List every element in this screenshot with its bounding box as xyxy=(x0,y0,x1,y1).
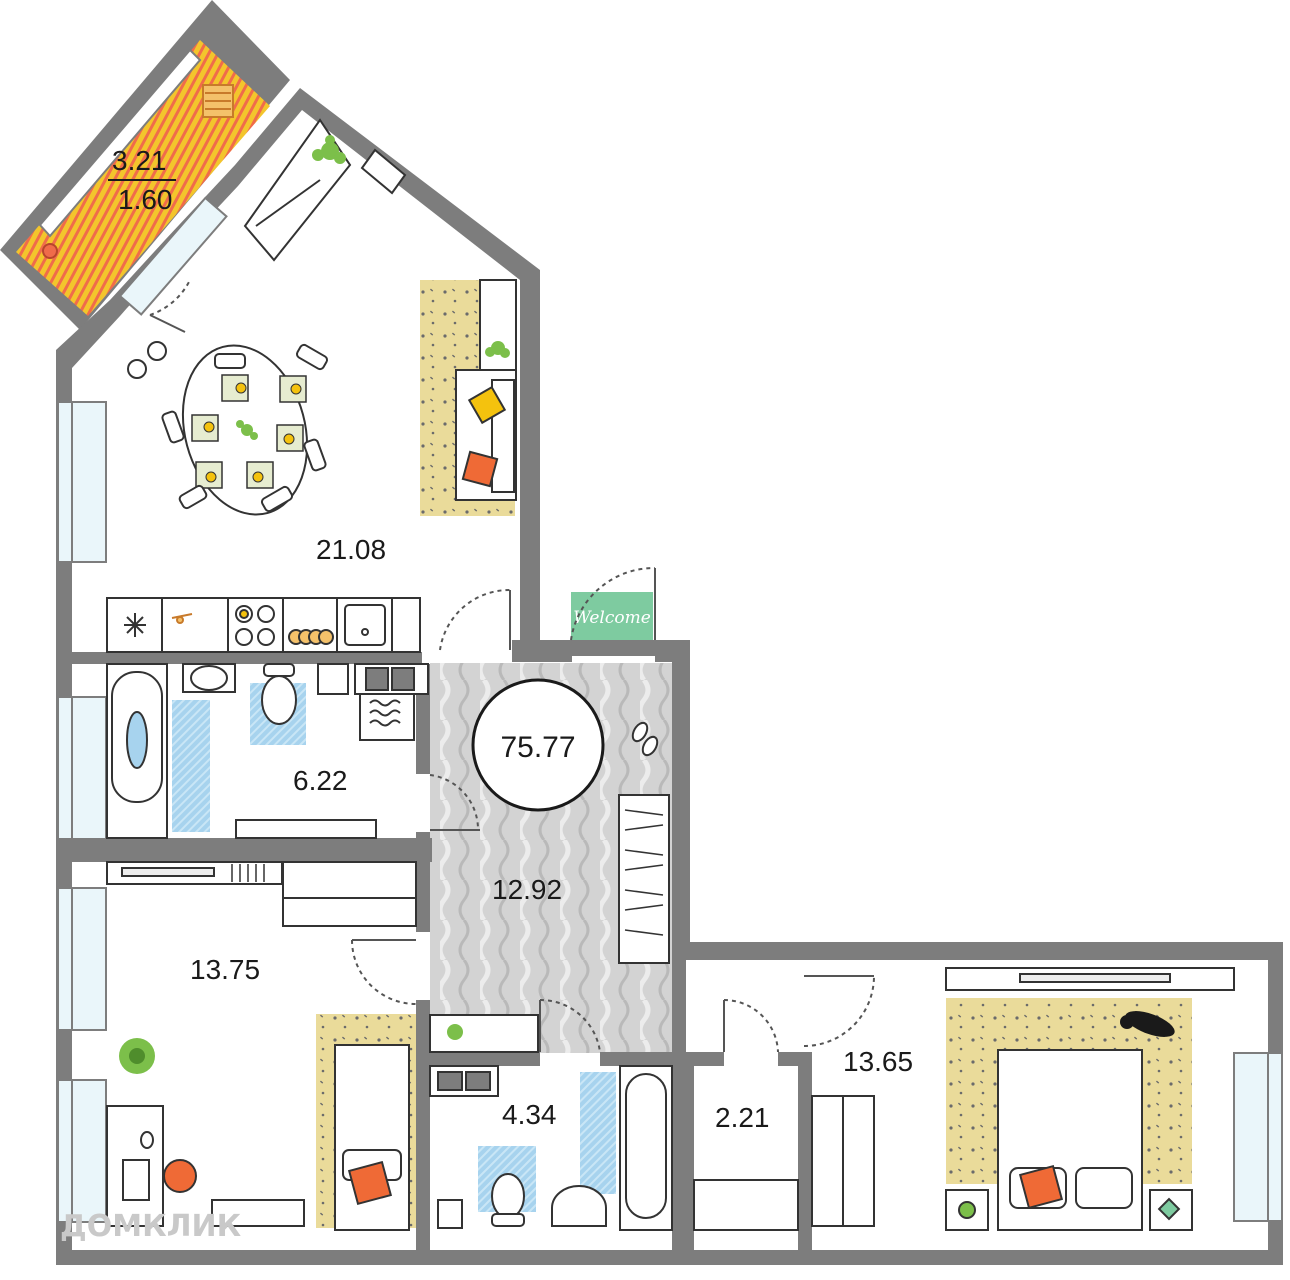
pillow-orange-icon xyxy=(461,450,499,488)
doormat-icon: Welcome xyxy=(571,592,653,640)
sofa-plant-icon xyxy=(485,341,510,358)
bed-right-pillow-icon xyxy=(1018,1164,1064,1210)
wardrobe-hall-icon xyxy=(618,794,670,964)
shelf-icon xyxy=(235,663,377,839)
bedroom-right: 13.65 xyxy=(803,967,1235,1231)
slippers-icon xyxy=(631,721,659,757)
small-bathtub-icon xyxy=(619,1065,673,1231)
pillow-yellow-icon xyxy=(467,385,507,425)
interior-walls xyxy=(72,640,812,1250)
closet: 2.21 xyxy=(693,999,799,1231)
door-closet xyxy=(723,999,779,1053)
hallway: 75.77 Welcome 12.92 xyxy=(429,566,670,1053)
bathtub-icon xyxy=(106,663,168,839)
bed-right-icon xyxy=(997,1049,1143,1231)
bathroom-small: 4.34 xyxy=(429,998,673,1231)
wardrobe-right-icon xyxy=(945,967,1235,991)
fridge-icon xyxy=(124,613,146,637)
living-kitchen: 21.08 xyxy=(106,118,517,653)
total-area: 75.77 xyxy=(500,731,575,764)
total-area-badge: 75.77 xyxy=(471,678,605,812)
hallway-area: 12.92 xyxy=(492,874,562,905)
radiator-left-icon xyxy=(211,1199,305,1227)
balcony-area-bottom: 1.60 xyxy=(118,184,173,215)
dining-table-icon xyxy=(161,343,329,516)
bathroom-small-area: 4.34 xyxy=(502,1099,557,1130)
potted-palm-icon xyxy=(119,1038,155,1074)
small-toiletries-icon xyxy=(437,1199,463,1229)
small-bath-mat-icon xyxy=(580,1072,616,1194)
front-door xyxy=(570,566,656,641)
door-bedroom-right xyxy=(803,975,875,1047)
door-bedroom-left xyxy=(351,939,417,1005)
small-toilet-icon xyxy=(491,1173,525,1227)
wardrobe-left-icon xyxy=(106,861,417,927)
cat-icon xyxy=(1120,1011,1175,1037)
hall-plant-icon xyxy=(429,1014,539,1053)
nightstand-right-icon xyxy=(1149,1189,1193,1231)
bathroom-main-area: 6.22 xyxy=(293,765,348,796)
counter-appliance-icon xyxy=(354,663,429,695)
bathroom-main: 6.22 xyxy=(106,663,480,839)
door-bathroom-small xyxy=(539,998,601,1053)
nightstand-left-icon xyxy=(945,1189,989,1231)
balcony-table-icon xyxy=(42,243,58,259)
balcony-area-label: 3.21 1.60 xyxy=(108,145,176,215)
watermark: ДОМКЛИК xyxy=(60,1209,242,1244)
small-washbasin-icon xyxy=(551,1185,607,1227)
shoe-rack-icon xyxy=(811,1095,875,1227)
balcony: 3.21 1.60 xyxy=(0,0,290,330)
closet-area: 2.21 xyxy=(715,1102,770,1133)
sofa-icon xyxy=(455,279,517,501)
window-bath-left xyxy=(57,696,107,840)
bedroom-right-area: 13.65 xyxy=(843,1046,913,1077)
door-balcony xyxy=(149,279,191,333)
window-balcony-door xyxy=(118,196,228,316)
corner-plant-icon xyxy=(312,135,346,164)
washbasin-icon xyxy=(182,663,236,693)
closet-rack-icon xyxy=(693,1179,799,1231)
table-plant-icon xyxy=(236,420,258,440)
radiator-icon xyxy=(360,148,407,195)
window-bedroom-left-1 xyxy=(57,887,107,1031)
bedroom-left: 13.75 xyxy=(106,861,417,1231)
kitchen-counter xyxy=(106,597,421,653)
cooktop-icon xyxy=(235,605,275,646)
door-bathroom-main xyxy=(429,774,480,831)
toilet-icon xyxy=(261,663,297,725)
balcony-area-top: 3.21 xyxy=(112,145,167,176)
sink-icon xyxy=(344,604,386,646)
bath-mat-icon xyxy=(172,700,210,832)
plates-icon xyxy=(288,629,334,645)
living-kitchen-area: 21.08 xyxy=(316,534,386,565)
window-bedroom-right xyxy=(1233,1052,1283,1222)
desk-icon xyxy=(106,1105,197,1227)
bed-left-pillow-icon xyxy=(347,1160,393,1206)
wall-outlet-icon xyxy=(127,341,167,379)
door-kitchen xyxy=(439,588,511,651)
doormat-text: Welcome xyxy=(573,608,651,628)
small-shelf-icon xyxy=(429,1065,499,1097)
washer-icon xyxy=(359,687,415,741)
cutting-board-icon xyxy=(171,613,193,624)
window-bedroom-left-2 xyxy=(57,1079,107,1223)
bed-left-icon xyxy=(334,1044,410,1231)
windows xyxy=(57,196,1283,1223)
window-living-left xyxy=(57,401,107,563)
balcony-chair-icon xyxy=(202,84,234,118)
bedroom-left-area: 13.75 xyxy=(190,954,260,985)
